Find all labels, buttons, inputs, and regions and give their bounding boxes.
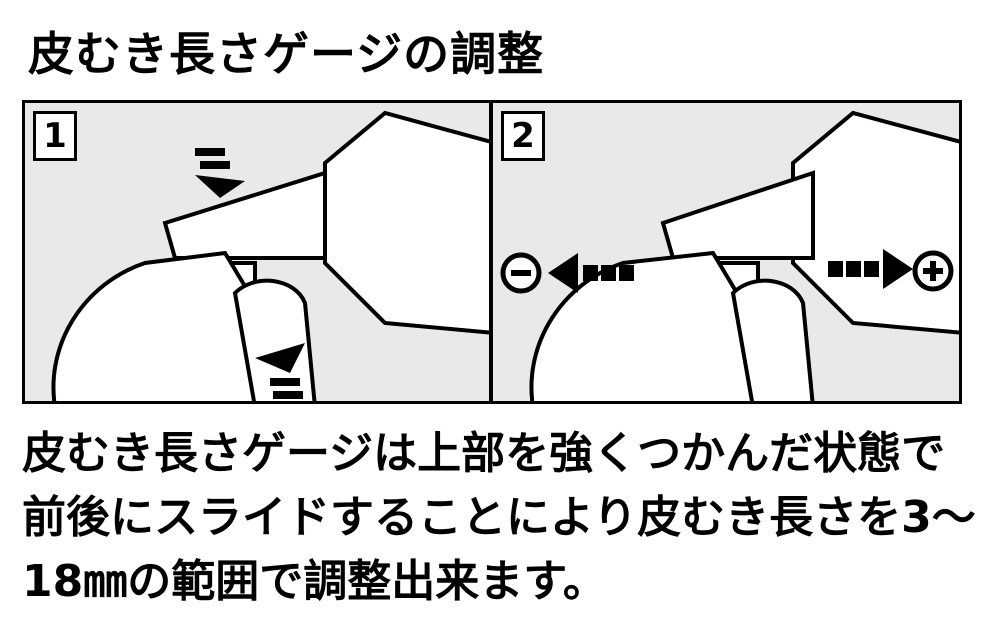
instruction-line: 前後にスライドすることにより皮むき長さを3〜 xyxy=(22,492,976,543)
stripper-slide-illustration xyxy=(500,110,959,401)
instruction-text: 皮むき長さゲージは上部を強くつかんだ状態で 前後にスライドすることにより皮むき長… xyxy=(22,422,976,614)
right-arrow-icon xyxy=(828,249,913,289)
step-1-illustration: 1 xyxy=(22,100,492,404)
down-arrow-icon xyxy=(195,148,245,198)
step-number: 1 xyxy=(33,111,77,161)
instruction-line: 皮むき長さゲージは上部を強くつかんだ状態で xyxy=(22,428,946,479)
step-2-illustration: 2 xyxy=(490,100,962,404)
step-number: 2 xyxy=(501,111,545,161)
left-arrow-icon xyxy=(548,253,634,293)
plus-icon xyxy=(912,250,954,292)
stripper-hand-illustration xyxy=(51,110,489,401)
instruction-line: 18㎜の範囲で調整出来ます。 xyxy=(22,556,607,607)
up-arrow-icon xyxy=(255,343,305,399)
page-title: 皮むき長さゲージの調整 xyxy=(28,27,545,81)
minus-icon xyxy=(500,252,542,294)
